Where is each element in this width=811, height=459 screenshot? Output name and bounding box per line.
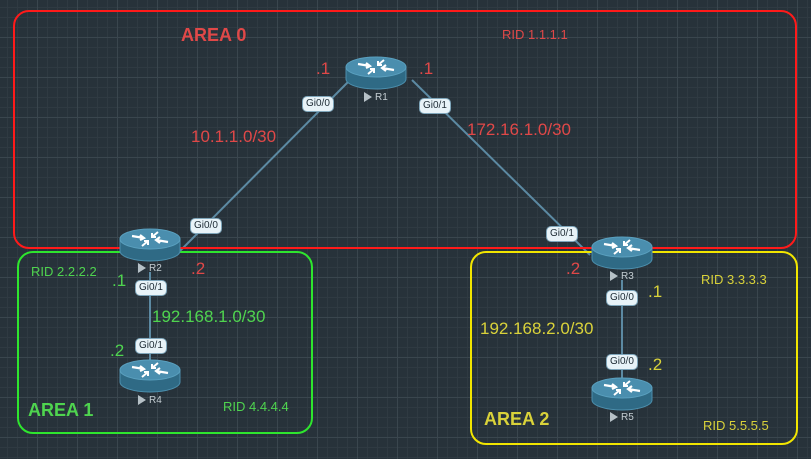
router-r3-label[interactable]: R3: [610, 271, 634, 282]
router-r1-label[interactable]: R1: [364, 92, 388, 103]
iface-r3-gi00[interactable]: Gi0/0: [606, 290, 638, 306]
rid-r2: RID 2.2.2.2: [31, 264, 97, 279]
host-r3-gi01: .2: [566, 259, 581, 278]
host-r1-gi01: .1: [419, 59, 434, 78]
rid-r1: RID 1.1.1.1: [502, 27, 568, 42]
play-icon[interactable]: [610, 412, 618, 423]
iface-r4-gi01[interactable]: Gi0/1: [135, 338, 167, 354]
host-r2-gi01: .1: [112, 271, 127, 290]
router-icon: [118, 358, 182, 394]
iface-r5-gi00[interactable]: Gi0/0: [606, 354, 638, 370]
play-icon[interactable]: [364, 92, 372, 103]
iface-r2-gi00[interactable]: Gi0/0: [190, 218, 222, 234]
iface-r2-gi01[interactable]: Gi0/1: [135, 280, 167, 296]
subnet-r2-r4: 192.168.1.0/30: [152, 307, 266, 326]
router-icon: [118, 227, 182, 263]
router-name: R2: [149, 263, 162, 274]
host-r2-gi00: .2: [191, 259, 206, 278]
rid-r5: RID 5.5.5.5: [703, 418, 769, 433]
subnet-r1-r2: 10.1.1.0/30: [191, 127, 277, 146]
host-r5-gi00: .2: [648, 355, 663, 374]
router-icon: [590, 376, 654, 412]
router-r4[interactable]: [118, 358, 182, 394]
router-r5-label[interactable]: R5: [610, 412, 634, 423]
iface-r1-gi00[interactable]: Gi0/0: [302, 96, 334, 112]
area-1-label: AREA 1: [28, 400, 94, 420]
host-r4-gi01: .2: [110, 341, 125, 360]
router-r4-label[interactable]: R4: [138, 395, 162, 406]
router-name: R1: [375, 92, 388, 103]
rid-r3: RID 3.3.3.3: [701, 272, 767, 287]
host-r3-gi00: .1: [648, 282, 663, 301]
router-name: R5: [621, 412, 634, 423]
play-icon[interactable]: [610, 271, 618, 282]
rid-r4: RID 4.4.4.4: [223, 399, 289, 414]
iface-r3-gi01[interactable]: Gi0/1: [546, 226, 578, 242]
router-icon: [344, 55, 408, 91]
router-name: R3: [621, 271, 634, 282]
area-0-box: [13, 10, 797, 249]
area-0-label: AREA 0: [181, 25, 247, 45]
router-r2[interactable]: [118, 227, 182, 263]
router-r5[interactable]: [590, 376, 654, 412]
router-name: R4: [149, 395, 162, 406]
iface-r1-gi01[interactable]: Gi0/1: [419, 98, 451, 114]
subnet-r1-r3: 172.16.1.0/30: [467, 120, 571, 139]
router-r3[interactable]: [590, 235, 654, 271]
subnet-r3-r5: 192.168.2.0/30: [480, 319, 594, 338]
play-icon[interactable]: [138, 395, 146, 406]
play-icon[interactable]: [138, 263, 146, 274]
router-r1[interactable]: [344, 55, 408, 91]
router-r2-label[interactable]: R2: [138, 263, 162, 274]
host-r1-gi00: .1: [316, 59, 331, 78]
router-icon: [590, 235, 654, 271]
area-2-label: AREA 2: [484, 409, 550, 429]
